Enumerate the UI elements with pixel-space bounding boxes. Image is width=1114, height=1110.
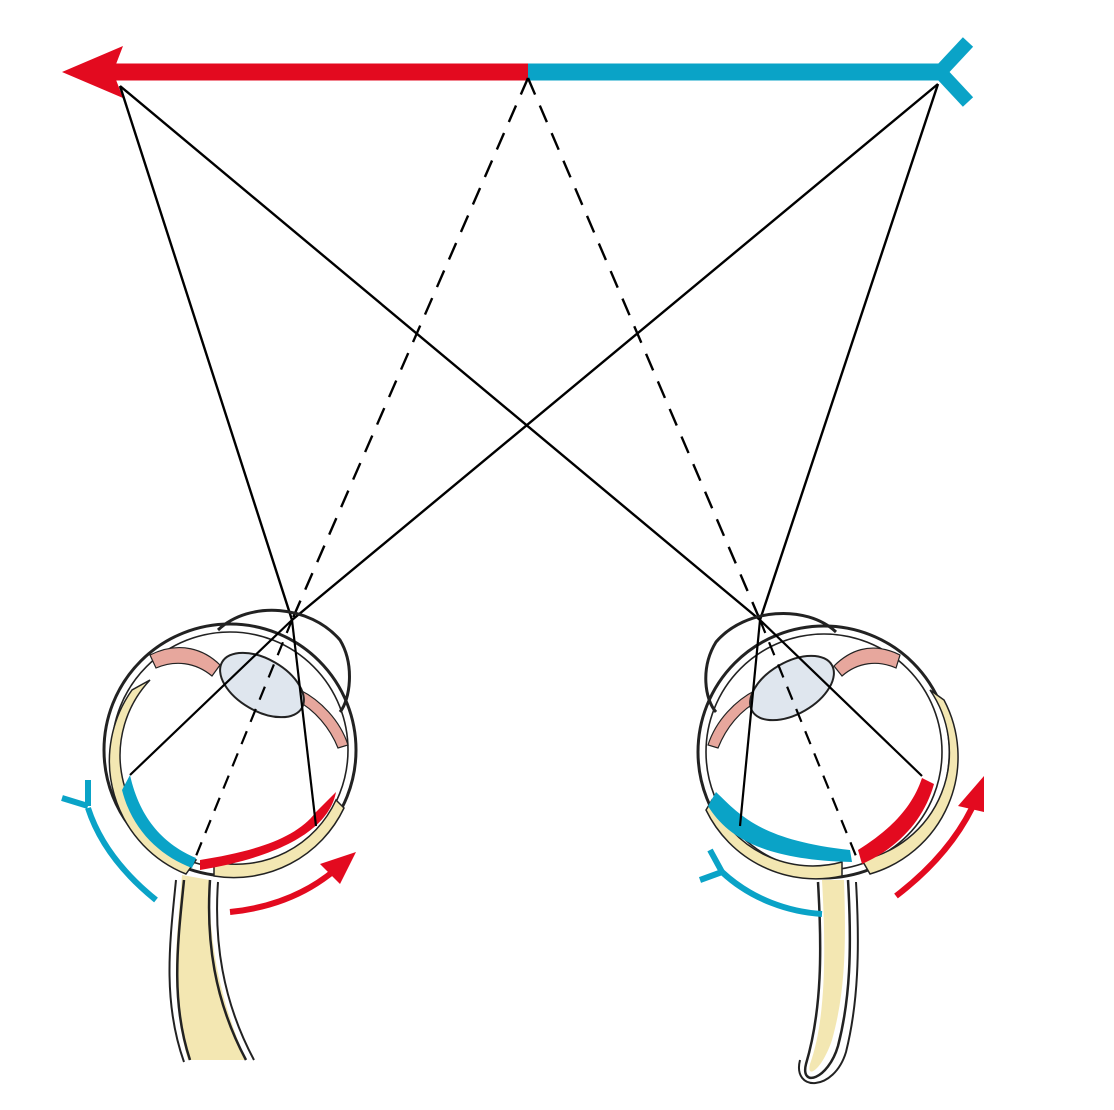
sight-lines (118, 77, 940, 621)
left-retina (108, 679, 198, 875)
right-ciliary (833, 647, 901, 677)
right-eye-line-to-arrowhead (119, 85, 761, 621)
left-image-arrow (61, 780, 356, 915)
right-retina (860, 689, 959, 875)
right-image-arrow (698, 776, 984, 917)
right-cornea (704, 611, 838, 714)
left-retina-red (200, 792, 336, 870)
arrow-head-icon (958, 776, 984, 812)
left-eye-dashed-line (290, 77, 530, 621)
right-retina-blue (708, 792, 852, 862)
right-eye-dashed-line (526, 77, 762, 621)
right-retina-red (858, 778, 934, 864)
left-optic-nerve (175, 875, 246, 1060)
arrow-head-icon (320, 852, 356, 884)
arrow-head-icon (62, 46, 123, 98)
right-optic-nerve (809, 880, 845, 1072)
arrow-tail-icon (61, 780, 91, 809)
left-cornea (216, 608, 351, 713)
left-eye (61, 608, 358, 1063)
arrow-tail-icon (698, 848, 725, 883)
left-eye-line-to-tail (291, 83, 939, 621)
left-retina-blue (122, 775, 196, 868)
right-eye (696, 611, 984, 1085)
left-eye-line-to-arrowhead (118, 85, 294, 621)
right-eye-line-to-tail (758, 83, 940, 621)
arrow-tail-icon (934, 37, 974, 107)
object-arrow (62, 37, 974, 107)
